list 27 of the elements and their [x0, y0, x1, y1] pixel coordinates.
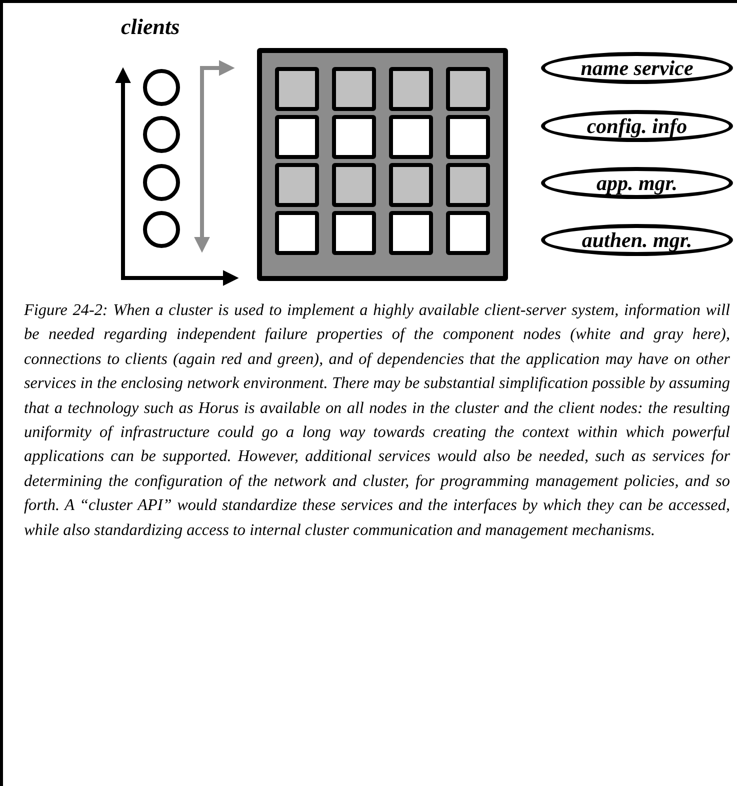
cluster-node-square — [332, 211, 376, 255]
cluster-node-square — [275, 115, 319, 159]
client-circle — [143, 164, 180, 201]
cluster-node-square — [446, 163, 490, 207]
client-circle — [143, 116, 180, 153]
cluster-node-square — [332, 115, 376, 159]
figure-caption: Figure 24-2: When a cluster is used to implement a highly available client-server system, information will be needed regarding independent failure properties of the component nodes (white and gray here), connections to clients (again red and green), and of dependencies that the application may have on other services in the enclosing network environment. There may be substantial simplification possible by assuming that a technology such as Horus is available on all nodes in the cluster and the client nodes: the resulting uniformity of infrastructure could go a long way towards creating the context within which powerful applications can be supported. However, additional services would also be needed, such as services for determining the configuration of the network and cluster, for programming management policies, and so forth. A “cluster API” would standardize these services and the interfaces by which they can be accessed, while also standardizing access to internal cluster communication and management mechanisms. — [24, 300, 730, 541]
cluster-node-square — [389, 163, 433, 207]
cluster-node-square — [389, 211, 433, 255]
service-name: authen. mgr. — [582, 228, 692, 252]
cluster-node-square — [446, 211, 490, 255]
cluster-node-square — [446, 67, 490, 111]
cluster-panel — [257, 48, 508, 281]
client-circle — [143, 69, 180, 106]
cluster-node-square — [275, 211, 319, 255]
service-name: config. info — [586, 114, 688, 138]
group-label: clients — [121, 14, 180, 40]
service-name: name service — [580, 56, 694, 80]
cluster-node-square — [275, 67, 319, 111]
cluster-node-square — [332, 67, 376, 111]
cluster-node-square — [446, 115, 490, 159]
cluster-node-square — [275, 163, 319, 207]
cluster-node-square — [389, 115, 433, 159]
cluster-node-square — [332, 163, 376, 207]
cluster-node-square — [389, 67, 433, 111]
service-name: app. mgr. — [596, 170, 678, 196]
client-circle — [143, 211, 180, 248]
